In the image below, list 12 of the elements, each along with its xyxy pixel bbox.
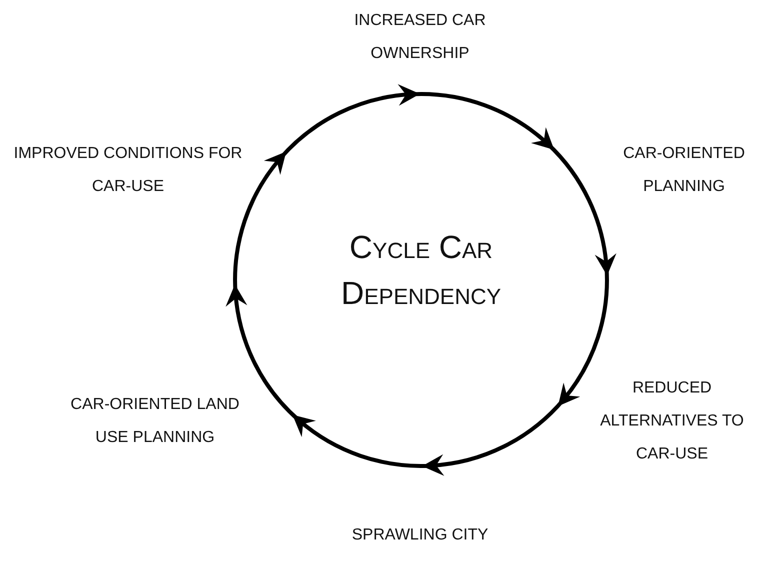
stage-label: INCREASED CAR OWNERSHIP [320, 0, 520, 80]
stage-label: CAR-ORIENTED LAND USE PLANNING [42, 378, 268, 464]
stage-label: REDUCED ALTERNATIVES TO CAR-USE [587, 362, 757, 480]
stage-label: CAR-ORIENTED PLANNING [589, 127, 761, 213]
stage-label: SPRAWLING CITY [340, 508, 500, 562]
cycle-arrow [546, 142, 616, 405]
cycle-arrow [426, 398, 565, 476]
cycle-arrow [279, 84, 416, 160]
cycle-arrow [294, 416, 431, 468]
diagram-title: Cycle Car Dependency [340, 228, 502, 313]
stage-label: IMPROVED CONDITIONS FOR CAR-USE [3, 127, 253, 213]
cycle-arrow [226, 152, 300, 422]
